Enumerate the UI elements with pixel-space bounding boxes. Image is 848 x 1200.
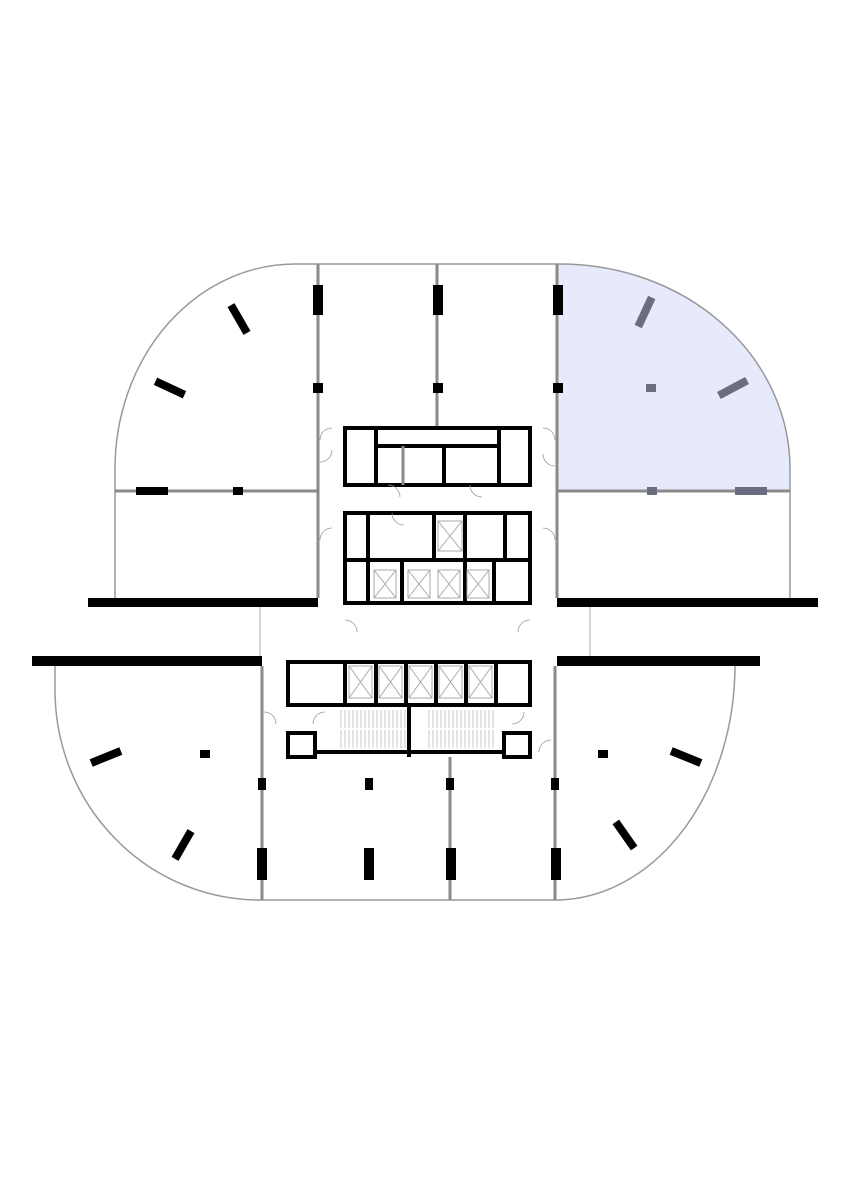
elevator-icon — [437, 520, 463, 552]
door-icon — [319, 449, 333, 463]
column-icon — [446, 848, 456, 880]
elevator-icon — [348, 665, 373, 699]
door-icon — [312, 711, 326, 725]
core-top — [343, 426, 532, 487]
door-icon — [387, 484, 401, 498]
column-icon — [735, 487, 767, 495]
slab-wall — [557, 656, 760, 666]
column-icon — [227, 303, 251, 335]
stair-icon — [340, 710, 494, 748]
column-icon — [612, 819, 638, 851]
door-icon — [391, 512, 405, 526]
column-icon — [646, 384, 656, 392]
column-icon — [598, 750, 608, 758]
column-icon — [553, 383, 563, 393]
partitions-bottom — [260, 666, 557, 900]
door-icon — [511, 711, 525, 725]
column-icon — [553, 285, 563, 315]
column-icon — [313, 285, 323, 315]
column-icon — [716, 376, 750, 400]
column-icon — [551, 778, 559, 790]
elevator-icon — [466, 569, 490, 599]
column-icon — [171, 829, 195, 861]
columns — [89, 285, 703, 880]
column-icon — [89, 747, 123, 767]
highlighted-unit-top-right[interactable] — [556, 263, 791, 492]
door-icon — [263, 711, 277, 725]
elevator-icon — [437, 569, 461, 599]
column-icon — [647, 487, 657, 495]
column-icon — [153, 377, 187, 399]
column-icon — [669, 747, 703, 767]
column-icon — [365, 778, 373, 790]
column-icon — [433, 285, 443, 315]
elevator-icon — [378, 665, 403, 699]
column-icon — [551, 848, 561, 880]
column-icon — [233, 487, 243, 495]
doors — [263, 427, 556, 753]
door-icon — [542, 453, 556, 467]
door-icon — [319, 527, 333, 541]
column-icon — [433, 383, 443, 393]
door-icon — [538, 739, 552, 753]
door-icon — [542, 527, 556, 541]
elevator-icon — [438, 665, 463, 699]
column-icon — [313, 383, 323, 393]
door-icon — [517, 619, 531, 633]
elevators-middle — [373, 520, 490, 599]
elevator-icon — [468, 665, 493, 699]
core-bottom — [286, 660, 532, 759]
bottom-wing-facade — [54, 664, 736, 901]
elevators-bottom — [348, 665, 493, 699]
column-icon — [446, 778, 454, 790]
door-icon — [469, 484, 483, 498]
door-icon — [319, 427, 333, 441]
elevator-icon — [407, 569, 431, 599]
column-icon — [364, 848, 374, 880]
slab-wall — [557, 598, 818, 607]
slab-wall — [88, 598, 318, 607]
slab-wall — [32, 656, 262, 666]
column-icon — [136, 487, 168, 495]
door-icon — [344, 619, 358, 633]
door-icon — [542, 427, 556, 441]
column-icon — [257, 848, 267, 880]
column-icon — [634, 295, 656, 329]
elevator-icon — [408, 665, 433, 699]
column-icon — [258, 778, 266, 790]
column-icon — [200, 750, 210, 758]
core-middle — [343, 511, 532, 605]
highlighted-unit-columns — [634, 295, 767, 495]
top-wing-facade — [114, 263, 791, 603]
elevator-icon — [373, 569, 397, 599]
